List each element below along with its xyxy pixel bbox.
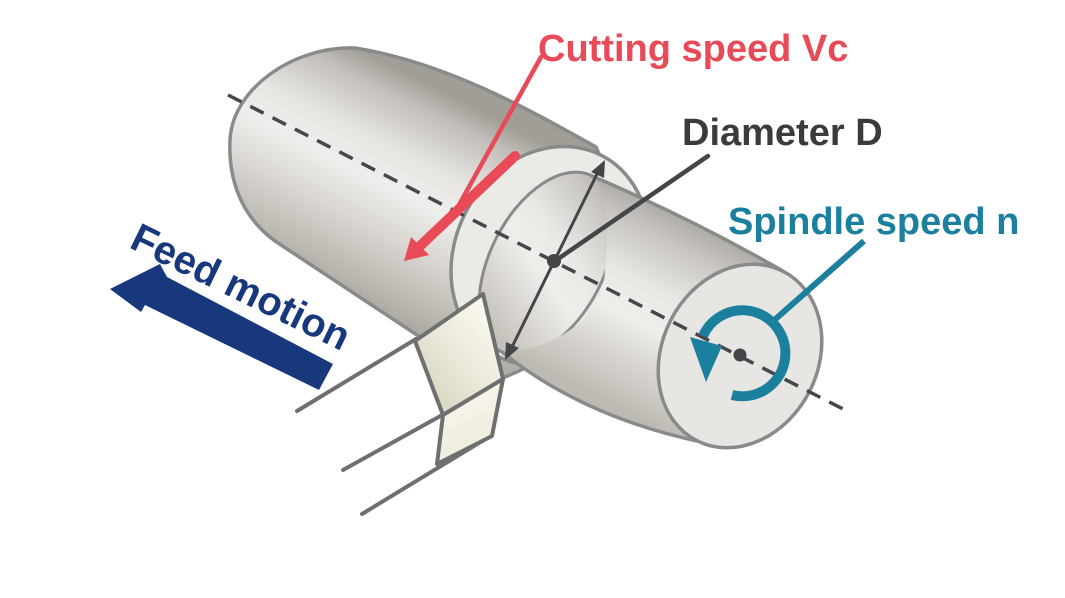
cutting-speed-leader-line (451, 54, 544, 217)
spindle-rotation-arc (698, 305, 791, 402)
feed-motion-arrow (110, 264, 333, 390)
workpiece (228, 46, 824, 450)
spindle-leader-line (769, 238, 866, 326)
diameter-arrowhead-top (591, 160, 605, 178)
machined-cylinder-bottom-edge (500, 350, 699, 443)
tool-shank-edge-top (295, 337, 418, 413)
spindle-rotation-arrowhead (690, 337, 722, 382)
diameter-label: Diameter D (682, 112, 883, 154)
cutting-speed-arrowhead (404, 237, 429, 261)
spindle-speed-label: Spindle speed n (728, 201, 1019, 243)
diameter-dimension (505, 153, 711, 360)
tool-insert-lower-face (435, 377, 505, 466)
cutting-tool (295, 292, 505, 516)
spindle-center-dot (733, 348, 747, 362)
diameter-leader-line (552, 153, 711, 264)
spindle-rotation-arrow (690, 238, 866, 402)
cutting-speed-label: Cutting speed Vc (538, 28, 848, 70)
diameter-arrowhead-bottom (505, 342, 519, 360)
shoulder-center-dot (547, 254, 561, 268)
machined-cylinder-top-edge (590, 174, 785, 273)
cutting-speed-arrow-shaft (415, 151, 520, 251)
cutting-speed-arrow (404, 54, 544, 261)
tool-shank-edge-middle (341, 412, 446, 472)
